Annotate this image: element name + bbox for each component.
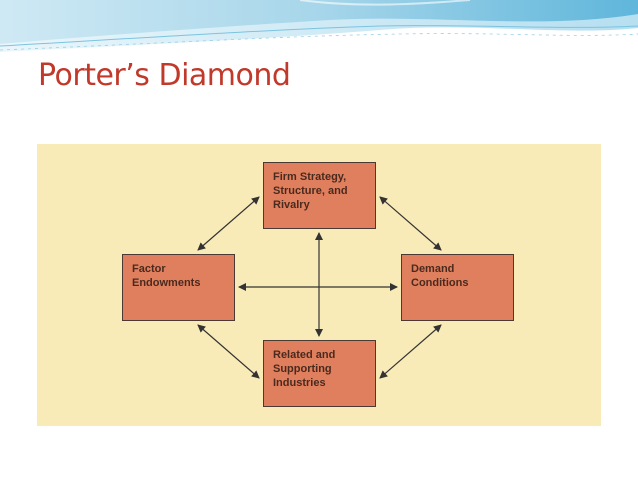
arrow-top-left bbox=[198, 197, 259, 250]
box-factor-endowments-line-2: Endowments bbox=[132, 276, 234, 290]
box-related-industries-line-2: Supporting bbox=[273, 362, 375, 376]
porters-diamond-diagram: Firm Strategy, Structure, and Rivalry Fa… bbox=[37, 144, 601, 426]
box-firm-strategy: Firm Strategy, Structure, and Rivalry bbox=[263, 162, 376, 229]
arrow-top-right bbox=[380, 197, 441, 250]
box-firm-strategy-line-2: Structure, and bbox=[273, 184, 375, 198]
slide-title: Porter’s Diamond bbox=[38, 58, 290, 93]
box-demand-conditions-line-1: Demand bbox=[411, 262, 513, 276]
box-demand-conditions: Demand Conditions bbox=[401, 254, 514, 321]
box-demand-conditions-line-2: Conditions bbox=[411, 276, 513, 290]
box-firm-strategy-line-3: Rivalry bbox=[273, 198, 375, 212]
box-firm-strategy-line-1: Firm Strategy, bbox=[273, 170, 375, 184]
arrow-right-bottom bbox=[380, 325, 441, 378]
box-factor-endowments-line-1: Factor bbox=[132, 262, 234, 276]
box-related-industries: Related and Supporting Industries bbox=[263, 340, 376, 407]
box-factor-endowments: Factor Endowments bbox=[122, 254, 235, 321]
decorative-wave-header bbox=[0, 0, 638, 60]
box-related-industries-line-3: Industries bbox=[273, 376, 375, 390]
box-related-industries-line-1: Related and bbox=[273, 348, 375, 362]
arrow-left-bottom bbox=[198, 325, 259, 378]
